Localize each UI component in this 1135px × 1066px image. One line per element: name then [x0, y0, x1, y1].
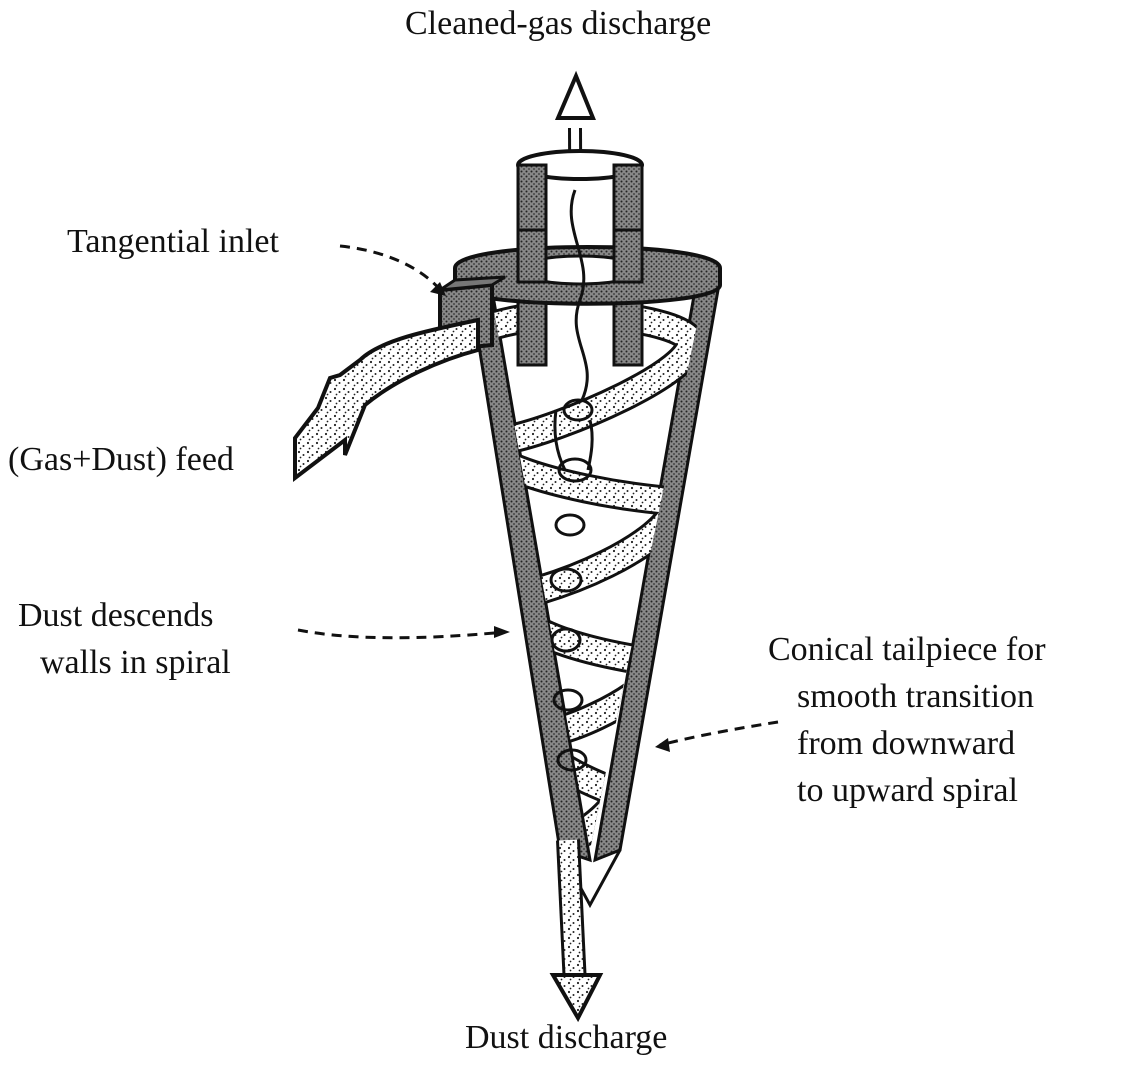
leader-dust-descends — [298, 630, 505, 638]
feed-label: (Gas+Dust) feed — [8, 440, 234, 480]
dust-discharge-arrow — [553, 840, 600, 1018]
leader-tangential-inlet — [340, 246, 442, 292]
feed-arrow — [295, 320, 478, 478]
dust-descends-label-2: walls in spiral — [40, 643, 231, 683]
leader-conical — [660, 722, 778, 745]
dust-descends-label-1: Dust descends — [18, 596, 213, 636]
conical-label-4: to upward spiral — [797, 771, 1018, 811]
dust-discharge-label: Dust discharge — [465, 1018, 667, 1058]
conical-label-3: from downward — [797, 724, 1015, 764]
conical-label-1: Conical tailpiece for — [768, 630, 1046, 670]
tangential-inlet-label: Tangential inlet — [67, 222, 279, 262]
conical-label-2: smooth transition — [797, 677, 1034, 717]
cleaned-gas-label: Cleaned-gas discharge — [405, 4, 711, 44]
